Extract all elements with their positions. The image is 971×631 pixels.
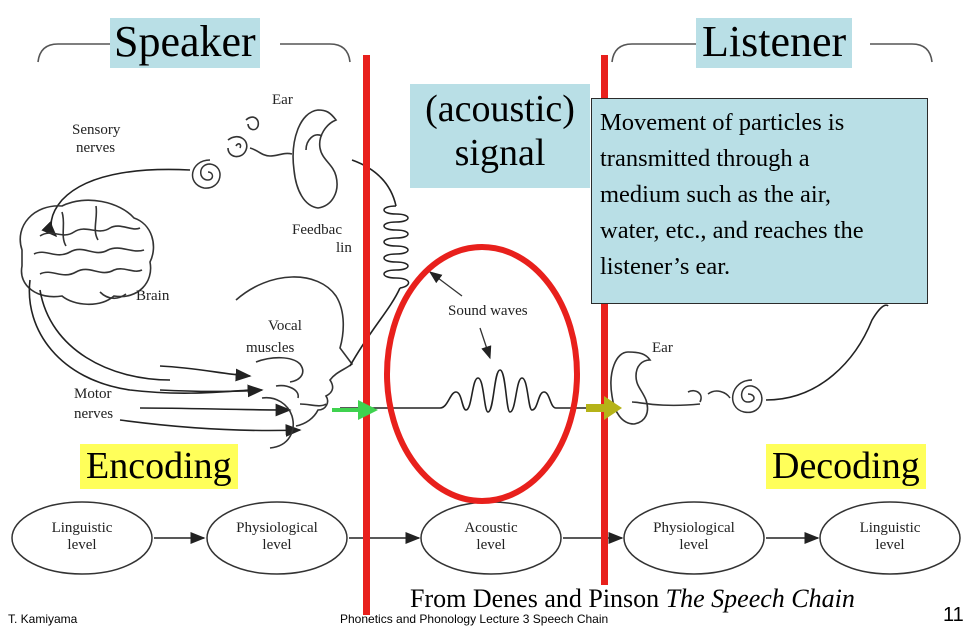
note-line-4: water, etc., and reaches the <box>600 217 864 244</box>
sound-wave <box>340 369 600 413</box>
level-label-4: Physiological level <box>624 520 764 554</box>
sound-waves-arrow-down <box>479 327 492 360</box>
level-5-line1: Linguistic <box>859 520 921 536</box>
level-5-line2: level <box>875 537 905 553</box>
level-ellipse-5 <box>819 501 961 575</box>
listener-ear-label: Ear <box>652 340 673 356</box>
feedback-link-label-2: lin <box>336 240 352 256</box>
right-divider-line <box>601 55 608 585</box>
sound-waves-arrow-up <box>428 271 463 297</box>
listener-bracket <box>611 43 933 63</box>
note-box: Movement of particles is transmitted thr… <box>591 98 928 304</box>
speaker-cochlea-icon <box>191 159 221 189</box>
level-4-line2: level <box>679 537 709 553</box>
olive-arrow <box>586 396 622 420</box>
level-2-line1: Physiological <box>236 520 318 536</box>
level-ellipse-4 <box>623 501 765 575</box>
level-label-5: Linguistic level <box>820 520 960 554</box>
feedback-link-path <box>351 159 397 207</box>
motor-arrow-4 <box>119 419 302 437</box>
level-ellipse-2 <box>206 501 348 575</box>
feedback-wave <box>383 205 410 289</box>
left-divider-line <box>363 55 370 615</box>
listener-cochlea-icon <box>707 379 763 413</box>
level-1-line2: level <box>67 537 97 553</box>
motor-arrow-2 <box>159 384 264 398</box>
level-3-line2: level <box>476 537 506 553</box>
speaker-title: Speaker <box>110 18 260 68</box>
source-citation: From Denes and Pinson The Speech Chain <box>410 584 855 614</box>
listener-nerve-path <box>765 304 889 401</box>
decoding-label: Decoding <box>766 444 926 489</box>
acoustic-signal-line1: (acoustic) <box>425 88 575 130</box>
vocal-muscles-label-1: Vocal <box>268 318 302 334</box>
sensory-nerves-label-1: Sensory <box>72 122 121 138</box>
brain-label: Brain <box>136 288 170 304</box>
brain-icon <box>19 199 155 306</box>
level-3-line1: Acoustic <box>464 520 518 536</box>
vocal-muscles-label-2: muscles <box>246 340 295 356</box>
sensory-nerves-label-2: nerves <box>76 140 116 156</box>
feedback-link-label-1: Feedbac <box>292 222 342 238</box>
motor-loop-path <box>28 279 251 394</box>
motor-nerves-label-2: nerves <box>74 406 114 422</box>
acoustic-signal-line2: signal <box>454 132 546 174</box>
sound-wave-highlight-ellipse <box>384 244 580 504</box>
level-ellipse-1 <box>11 501 153 575</box>
motor-arrow-1 <box>159 365 252 382</box>
level-label-3: Acoustic level <box>421 520 561 554</box>
level-label-2: Physiological level <box>207 520 347 554</box>
motor-nerves-label-1: Motor <box>74 386 112 402</box>
level-2-line2: level <box>262 537 292 553</box>
level-4-line1: Physiological <box>653 520 735 536</box>
green-arrow <box>332 400 378 420</box>
note-line-1: Movement of particles is <box>600 109 845 136</box>
motor-arrow-3 <box>139 403 292 417</box>
sensory-nerve-path <box>41 168 191 238</box>
level-1-line1: Linguistic <box>51 520 113 536</box>
note-line-2: transmitted through a <box>600 145 810 172</box>
acoustic-signal-label: (acoustic) signal <box>410 84 590 188</box>
footer-lecture-title: Phonetics and Phonology Lecture 3 Speech… <box>340 612 609 626</box>
speaker-ear-icon <box>227 109 338 209</box>
speaker-head-icon <box>235 276 354 449</box>
note-line-3: medium such as the air, <box>600 181 832 208</box>
page-number: 11 <box>943 604 964 626</box>
listener-ear-icon <box>610 351 702 425</box>
sound-waves-label: Sound waves <box>448 303 528 319</box>
listener-title: Listener <box>696 18 853 68</box>
speaker-ear-label: Ear <box>272 92 293 108</box>
source-title: The Speech Chain <box>665 584 855 613</box>
encoding-label: Encoding <box>80 444 238 489</box>
source-prefix: From Denes and Pinson <box>410 584 666 613</box>
note-line-5: listener’s ear. <box>600 253 731 280</box>
level-label-1: Linguistic level <box>12 520 152 554</box>
speaker-bracket <box>37 43 351 63</box>
footer-author: T. Kamiyama <box>8 612 78 626</box>
